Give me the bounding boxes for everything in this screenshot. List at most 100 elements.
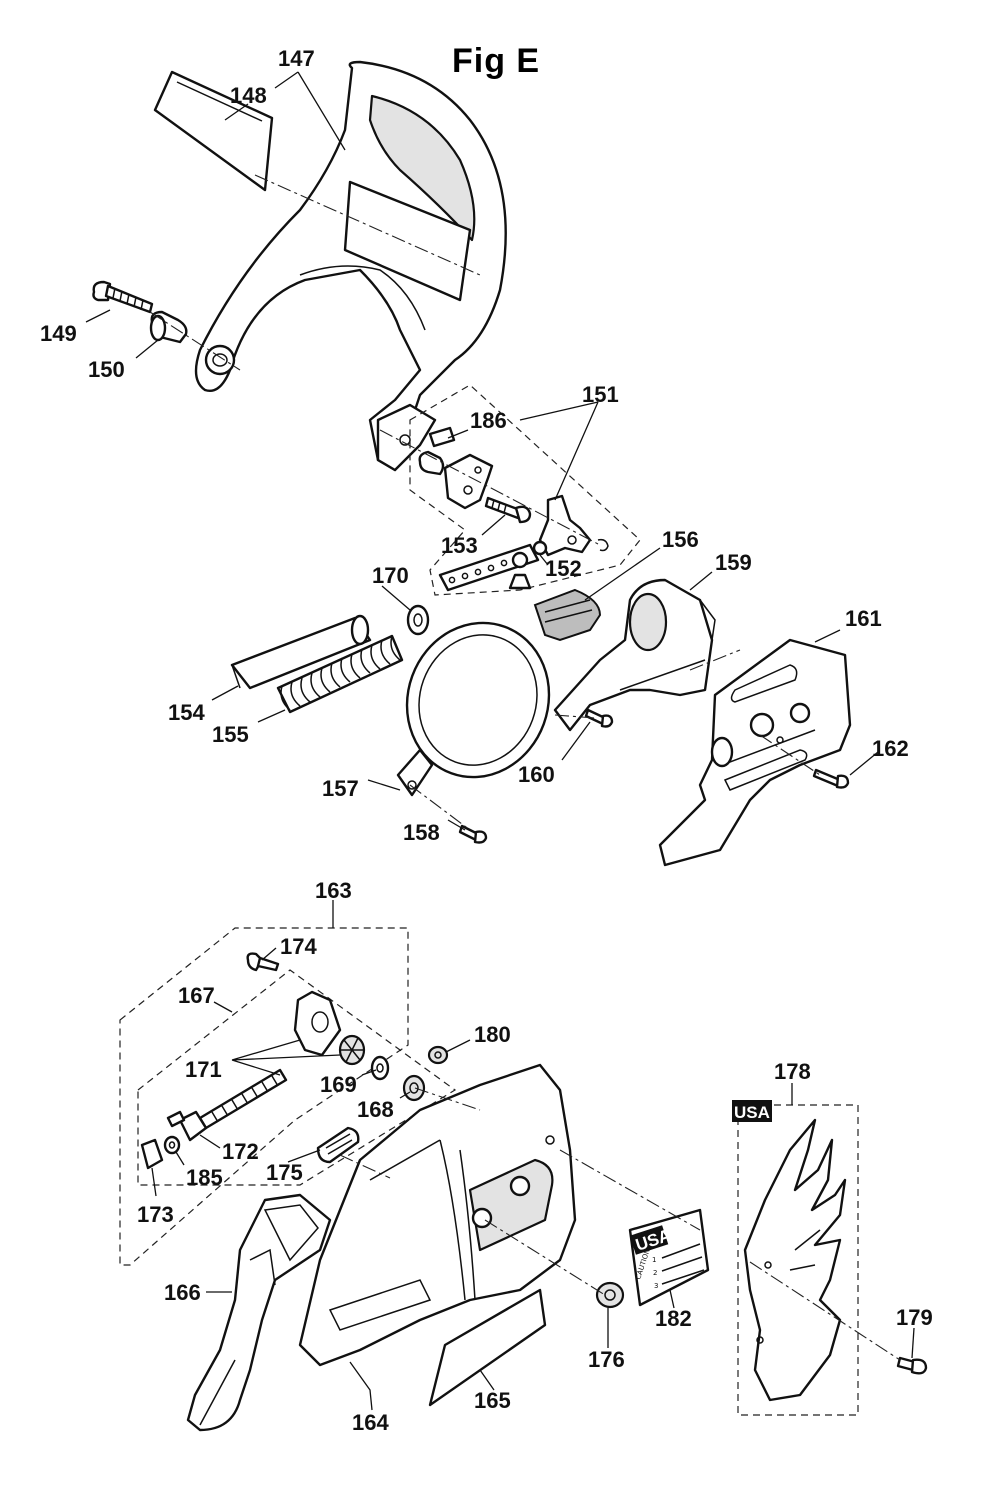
sprocket-cover-164	[298, 1063, 577, 1367]
label-186: 186	[470, 408, 507, 433]
leader-157	[367, 779, 401, 791]
nut-176	[595, 1281, 625, 1309]
leader-156	[584, 547, 661, 601]
label-176: 176	[588, 1347, 625, 1372]
axis-158	[409, 784, 471, 831]
leader-155	[257, 709, 286, 723]
washer-169	[370, 1055, 390, 1081]
leader-159	[689, 571, 713, 591]
axis-160	[554, 714, 596, 719]
bushing-168	[402, 1074, 426, 1102]
screw-179	[896, 1356, 928, 1375]
kit-outline-178	[737, 1104, 859, 1416]
leader-167	[213, 1001, 233, 1013]
kit-outline-167	[137, 969, 457, 1186]
label-185: 185	[186, 1165, 223, 1190]
nut-180	[427, 1045, 449, 1065]
screw-162	[812, 768, 850, 789]
label-169: 169	[320, 1072, 357, 1097]
leader-182	[669, 1289, 675, 1309]
label-153: 153	[441, 533, 478, 558]
label-149: 149	[40, 321, 77, 346]
label-173: 173	[137, 1202, 174, 1227]
screw-153	[484, 496, 532, 524]
hand-guard-147	[194, 60, 507, 472]
label-166: 166	[164, 1280, 201, 1305]
axis-180	[414, 1087, 481, 1111]
label-174: 174	[280, 934, 317, 959]
axis-149	[149, 311, 241, 371]
pin-186	[418, 426, 456, 476]
leader-147	[274, 71, 346, 151]
label-150: 150	[88, 357, 125, 382]
handle-166	[186, 1193, 332, 1432]
screw-174	[246, 952, 280, 972]
label-151: 151	[582, 382, 619, 407]
screw-149	[92, 280, 154, 314]
cover-159	[553, 578, 716, 732]
label-180: 180	[474, 1022, 511, 1047]
leader-179	[911, 1327, 915, 1359]
caution-item-2: 2	[653, 1269, 657, 1277]
label-156: 156	[662, 527, 699, 552]
label-160: 160	[518, 762, 555, 787]
label-161: 161	[845, 606, 882, 631]
leader-169	[361, 1069, 377, 1076]
brake-lever-plate	[443, 453, 494, 510]
label-155: 155	[212, 722, 249, 747]
label-154: 154	[168, 700, 205, 725]
part-175	[316, 1126, 360, 1164]
leader-171	[231, 1039, 341, 1076]
label-170: 170	[372, 563, 409, 588]
axis-179	[749, 1261, 901, 1361]
label-147: 147	[278, 46, 315, 71]
label-158: 158	[403, 820, 440, 845]
axis-182	[559, 1149, 701, 1231]
label-172: 172	[222, 1139, 259, 1164]
nut-172	[166, 1110, 208, 1142]
screw-160	[584, 708, 614, 728]
leader-173	[151, 1167, 157, 1197]
label-175: 175	[266, 1160, 303, 1185]
label-179: 179	[896, 1305, 933, 1330]
axis-175	[339, 1154, 391, 1179]
leader-152	[539, 554, 549, 566]
label-163: 163	[315, 878, 352, 903]
label-168: 168	[357, 1097, 394, 1122]
axis-176	[484, 1219, 606, 1296]
axis-161	[689, 649, 741, 671]
leader-174	[261, 947, 277, 961]
axis-148	[254, 174, 481, 276]
label-165: 165	[474, 1388, 511, 1413]
leader-161	[814, 629, 841, 643]
label-167: 167	[178, 983, 215, 1008]
leader-165	[479, 1369, 495, 1391]
washer-185	[163, 1135, 181, 1155]
decal-148	[153, 70, 274, 192]
spring-155	[276, 634, 404, 714]
decal-165	[428, 1288, 547, 1407]
label-178: 178	[774, 1059, 811, 1084]
label-182: USA CAUTION 1 2 3	[628, 1208, 710, 1307]
label-157: 157	[322, 776, 359, 801]
brake-band-157	[396, 621, 551, 797]
leader-186	[447, 429, 469, 439]
leader-172	[199, 1134, 221, 1149]
decal-178	[743, 1118, 847, 1402]
leader-170	[381, 585, 411, 611]
leader-180	[445, 1039, 471, 1053]
gear-171	[338, 1034, 366, 1066]
kit-outline-163	[119, 927, 409, 1266]
leader-151	[519, 401, 599, 501]
figure-title: Fig E	[452, 42, 540, 80]
sleeve-154	[230, 614, 372, 690]
axis-162	[759, 734, 821, 776]
leader-150	[135, 339, 159, 359]
caution-item-3: 3	[654, 1282, 658, 1290]
label-159: 159	[715, 550, 752, 575]
leader-168	[399, 1091, 411, 1099]
label-164: 164	[352, 1410, 389, 1435]
leader-164	[349, 1361, 373, 1411]
leader-162	[849, 751, 879, 776]
